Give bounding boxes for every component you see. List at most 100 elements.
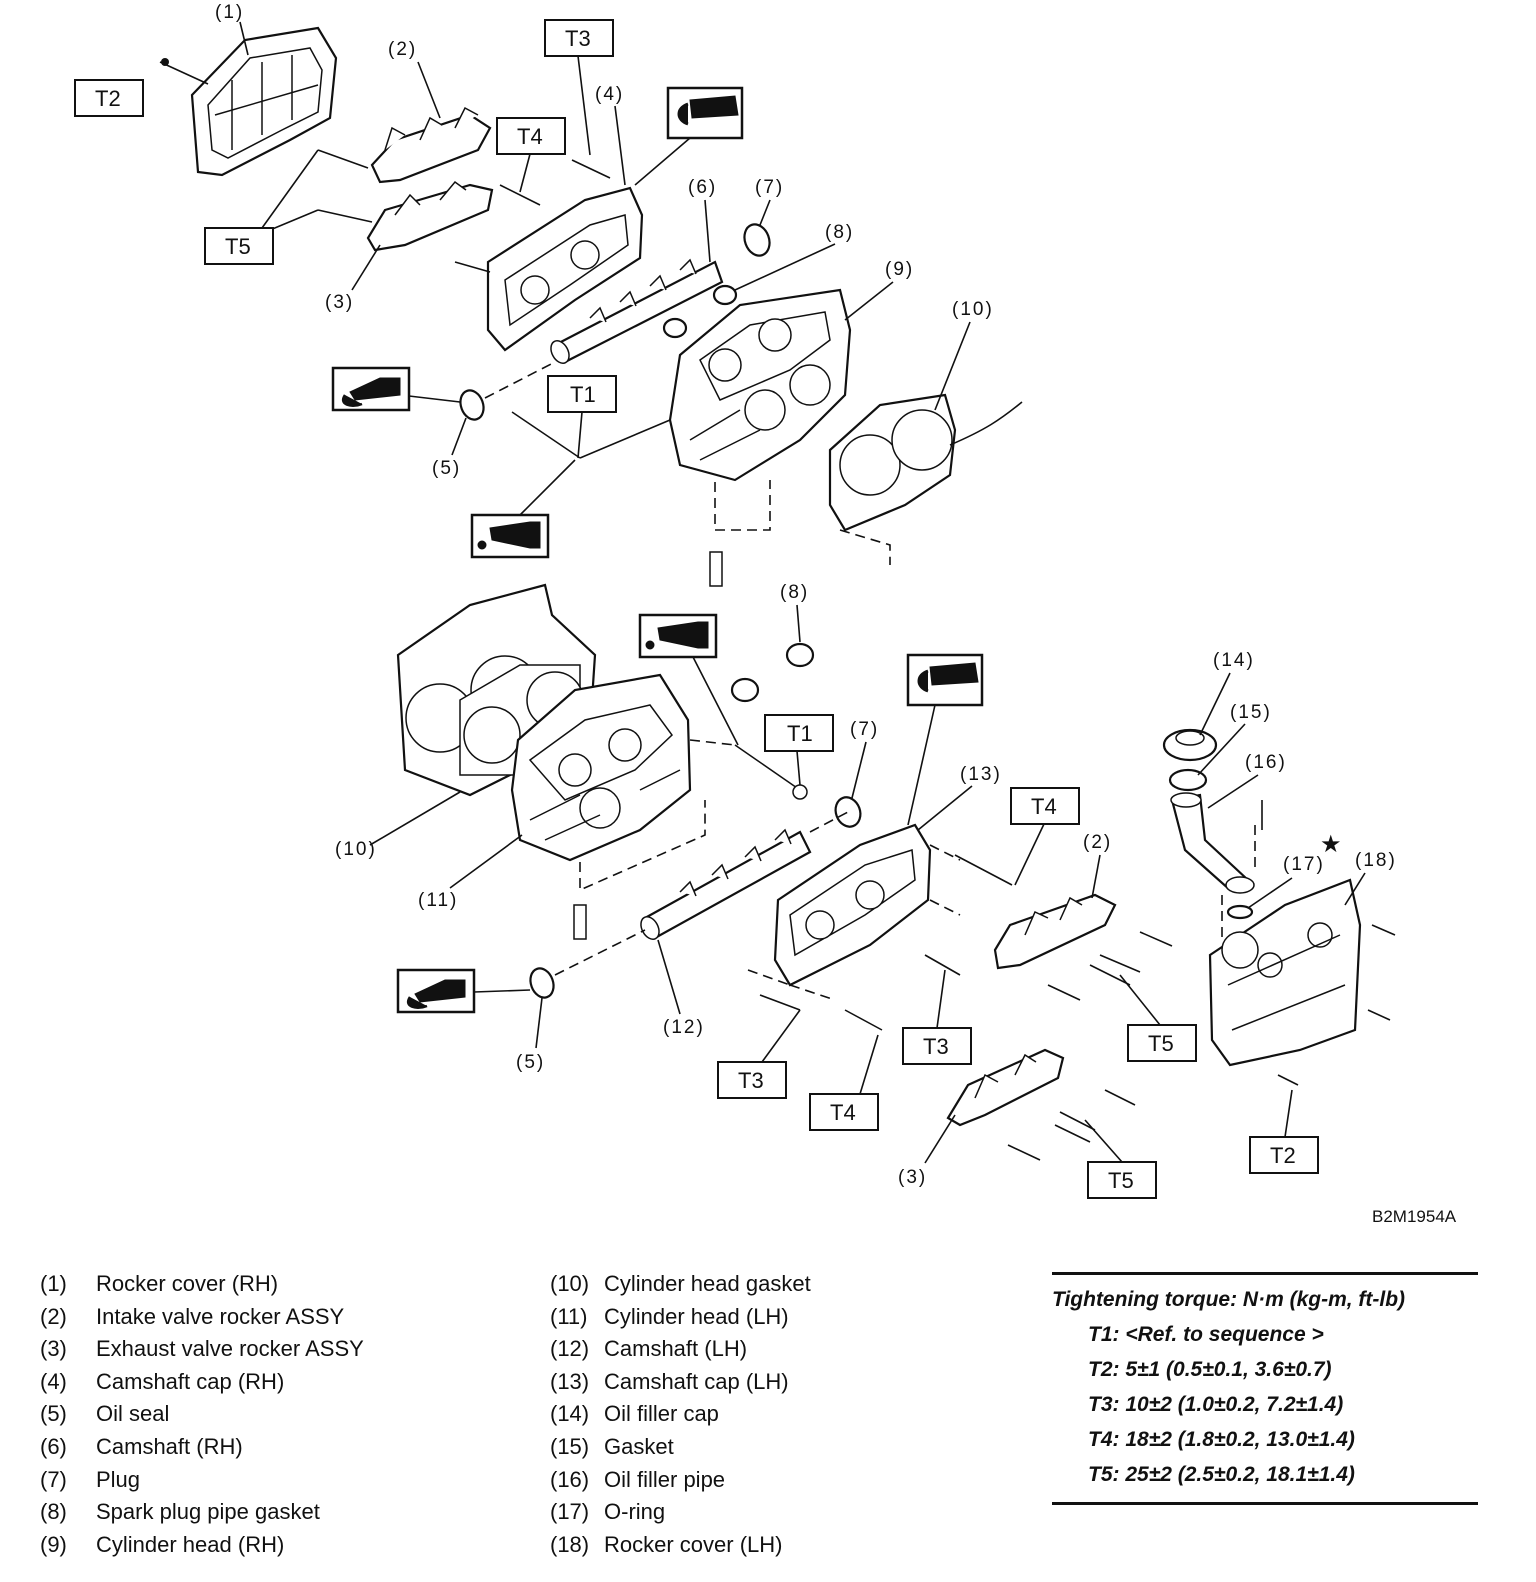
legend-item: (16)Oil filler pipe	[550, 1466, 726, 1492]
legend-item: (18)Rocker cover (LH)	[550, 1531, 783, 1557]
callout-3-lh: (3)	[898, 1167, 927, 1188]
exhaust-rocker-rh	[366, 180, 494, 252]
camshaft-lh	[640, 828, 812, 940]
callout-15: (15)	[1230, 702, 1272, 723]
svg-text:T2: T2	[1270, 1143, 1296, 1168]
torque-title: Tightening torque: N·m (kg-m, ft-lb)	[1052, 1288, 1406, 1311]
camshaft-rh	[550, 258, 724, 364]
oil-seal-lh	[529, 967, 555, 999]
legend-item: (3)Exhaust valve rocker ASSY	[40, 1336, 364, 1362]
svg-text:T5: T5	[1108, 1168, 1134, 1193]
legend-item: (6)Camshaft (RH)	[40, 1433, 243, 1459]
legend-item: (4)Camshaft cap (RH)	[40, 1368, 285, 1394]
svg-text:T5: T5	[1148, 1031, 1174, 1056]
intake-rocker-rh	[370, 106, 492, 184]
legend-item: (7)Plug	[40, 1466, 141, 1492]
torque-box-t4-lh-2: T4	[809, 1093, 879, 1131]
callout-2-rh: (2)	[388, 39, 417, 60]
o-ring	[1226, 904, 1254, 920]
spark-plug-gasket-rh-1	[712, 284, 738, 306]
dowel-pin-lh	[573, 904, 587, 940]
parts-legend-left: (1)Rocker cover (RH) (2)Intake valve roc…	[40, 1268, 364, 1561]
plug-rh	[743, 223, 771, 257]
rule-bottom	[1052, 1502, 1478, 1505]
callout-18: (18)	[1355, 850, 1397, 871]
callout-16: (16)	[1245, 752, 1287, 773]
callout-5-rh: (5)	[432, 458, 461, 479]
oil-filler-pipe	[1170, 792, 1255, 894]
callout-2-lh: (2)	[1083, 832, 1112, 853]
cylinder-head-gasket-rh	[828, 393, 1023, 532]
svg-text:T5: T5	[225, 234, 251, 259]
svg-text:T4: T4	[517, 124, 543, 149]
legend-item: (1)Rocker cover (RH)	[40, 1271, 279, 1296]
svg-text:T4: T4	[1031, 794, 1057, 819]
legend-item: (5)Oil seal	[40, 1401, 170, 1427]
callout-1: (1)	[215, 2, 244, 23]
svg-text:T1: T1	[787, 721, 813, 746]
svg-text:T4: T4	[830, 1100, 856, 1125]
oil-icon	[470, 513, 550, 559]
torque-spec-t2: T2: 5±1 (0.5±0.1, 3.6±0.7)	[1088, 1358, 1332, 1381]
torque-spec-t4: T4: 18±2 (1.8±0.2, 13.0±1.4)	[1088, 1428, 1355, 1451]
sealant-icon	[666, 86, 744, 140]
torque-box-t5-rh: T5	[204, 227, 274, 265]
callout-14: (14)	[1213, 650, 1255, 671]
callout-10-rh: (10)	[952, 299, 994, 320]
cylinder-head-lh	[510, 673, 692, 862]
svg-text:T2: T2	[95, 86, 121, 111]
exploded-view-diagram: ★ T2 T3 T4 T5 T1 T1 T4 T5 T3 T3 T4 T5 T2…	[74, 2, 1397, 1199]
legend-item: (13)Camshaft cap (LH)	[550, 1368, 789, 1394]
filler-gasket	[1168, 768, 1208, 792]
callout-7-lh: (7)	[850, 719, 879, 740]
legend-item: (14)Oil filler cap	[550, 1401, 719, 1427]
cylinder-head-rh	[668, 288, 852, 482]
legend-item: (2)Intake valve rocker ASSY	[40, 1303, 345, 1329]
legend-item: (11)Cylinder head (LH)	[550, 1303, 789, 1329]
spark-plug-gasket-lh-1	[785, 642, 815, 668]
callout-7-rh: (7)	[755, 177, 784, 198]
figure-code: B2M1954A	[1372, 1207, 1457, 1226]
callout-5-lh: (5)	[516, 1052, 545, 1073]
svg-text:T3: T3	[565, 26, 591, 51]
torque-box-t5-lh-2: T5	[1087, 1161, 1157, 1199]
torque-spec-table: Tightening torque: N·m (kg-m, ft-lb) T1:…	[1052, 1272, 1478, 1505]
cylinder-head-gasket-lh	[396, 583, 597, 797]
legend-item: (8)Spark plug pipe gasket	[40, 1499, 320, 1525]
parts-legend-right: (10)Cylinder head gasket (11)Cylinder he…	[550, 1268, 811, 1561]
callout-9: (9)	[885, 259, 914, 280]
torque-box-t3-rh: T3	[544, 19, 614, 57]
svg-text:T3: T3	[738, 1068, 764, 1093]
oil-filler-cap	[1162, 728, 1218, 762]
torque-box-t4-lh-1: T4	[1010, 787, 1080, 825]
rocker-cover-rh	[159, 26, 338, 177]
legend-item: (15)Gasket	[550, 1433, 674, 1459]
callout-8-lh: (8)	[780, 582, 809, 603]
legend-item: (10)Cylinder head gasket	[550, 1271, 811, 1296]
legend-item: (9)Cylinder head (RH)	[40, 1531, 285, 1557]
dowel-pin-rh	[709, 551, 723, 587]
oil-icon	[638, 613, 718, 659]
torque-box-t1-rh: T1	[547, 375, 617, 413]
exhaust-rocker-lh	[946, 1048, 1065, 1127]
callout-10-lh: (10)	[335, 839, 377, 860]
callout-11: (11)	[418, 890, 458, 911]
grease-icon	[396, 968, 476, 1014]
torque-box-t3-lh-1: T3	[902, 1027, 972, 1065]
rule-top	[1052, 1272, 1478, 1275]
oil-seal-rh	[459, 389, 485, 421]
legend-item: (17)O-ring	[550, 1499, 666, 1525]
callout-12: (12)	[663, 1017, 705, 1038]
torque-box-t2-rh: T2	[74, 79, 144, 117]
callout-17: (17)	[1283, 854, 1325, 875]
svg-text:T3: T3	[923, 1034, 949, 1059]
torque-box-t1-lh: T1	[764, 714, 834, 752]
torque-spec-t3: T3: 10±2 (1.0±0.2, 7.2±1.4)	[1088, 1393, 1344, 1416]
torque-box-t4-rh: T4	[496, 117, 566, 155]
spark-plug-gasket-lh-2	[730, 677, 760, 703]
torque-box-t3-lh-2: T3	[717, 1061, 787, 1099]
sealant-icon	[906, 653, 984, 707]
svg-text:T1: T1	[570, 382, 596, 407]
intake-rocker-lh	[993, 893, 1117, 970]
callout-13: (13)	[960, 764, 1002, 785]
